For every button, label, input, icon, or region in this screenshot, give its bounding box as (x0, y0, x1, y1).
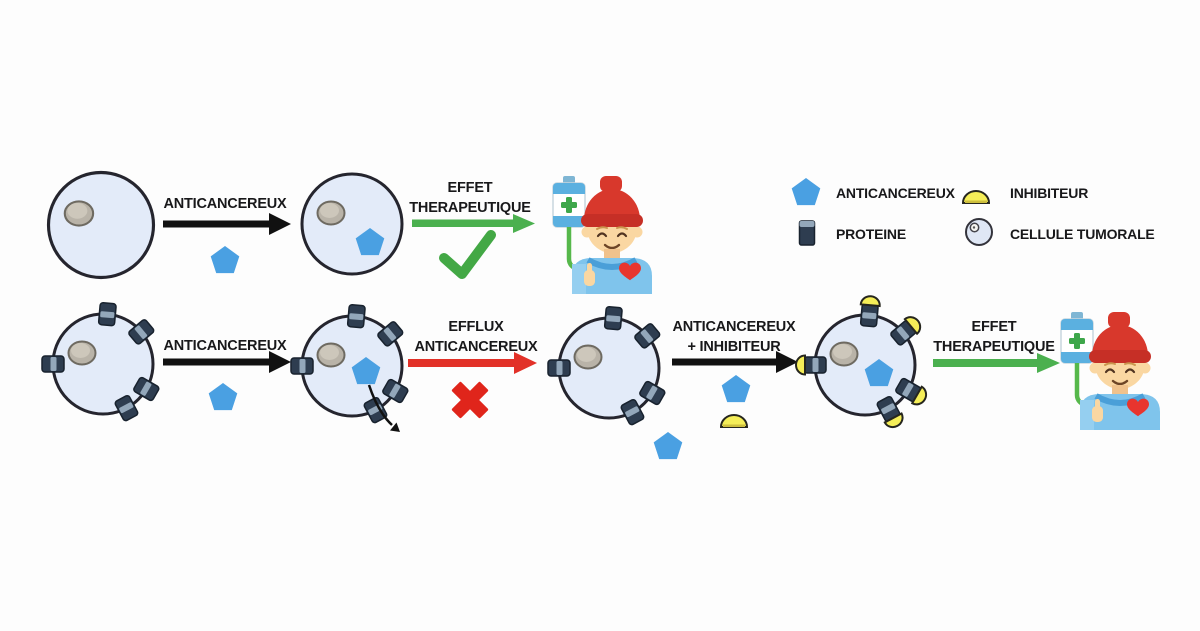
efflux-path-arrow (367, 384, 400, 432)
legend-tumor-cell-icon (965, 218, 993, 246)
effect-top-line2: THERAPEUTIQUE (409, 200, 531, 216)
tumor-cell-resistant-start (41, 301, 161, 423)
patient-icon-top (553, 176, 652, 294)
combo-arrow-label: ANTICANCEREUX + INHIBITEUR (672, 317, 795, 357)
checkmark-icon (439, 230, 496, 279)
legend-inhibitor-icon (962, 190, 990, 204)
tumor-cell-resistant-mid (547, 305, 667, 427)
anticancer-drug-icon (208, 383, 238, 411)
legend-label-cellule-tumorale: CELLULE TUMORALE (1010, 226, 1155, 242)
effluxed-drug-icon (653, 432, 683, 460)
efflux-line2: ANTICANCEREUX (414, 339, 538, 355)
anticancer-drug-icon (210, 246, 240, 274)
effect-arrow-bottom (933, 353, 1060, 373)
cross-icon (451, 381, 489, 419)
anticancer-drug-icon (721, 375, 751, 403)
effect-bottom-label: EFFET THERAPEUTIQUE (933, 317, 1055, 357)
legend-protein-icon (798, 220, 816, 246)
efflux-line1: EFFLUX (448, 319, 504, 335)
legend-label-proteine: PROTEINE (836, 226, 906, 242)
legend-label-inhibiteur: INHIBITEUR (1010, 185, 1089, 201)
patient-icon-bottom (1061, 312, 1160, 430)
tumor-cell-top-with-drug (300, 172, 404, 276)
treatment-arrow-top-label: ANTICANCEREUX (163, 196, 287, 212)
tumor-cell-effluxing (290, 303, 410, 425)
inhibitor-icon (720, 414, 748, 428)
legend-pentagon-icon (791, 178, 821, 206)
treatment-arrow-bottom (163, 351, 291, 373)
effect-bottom-line2: THERAPEUTIQUE (933, 339, 1055, 355)
effect-arrow-top (412, 214, 535, 233)
efflux-arrow (408, 352, 537, 374)
effect-top-line1: EFFET (447, 180, 493, 196)
treatment-arrow-top (163, 213, 291, 235)
effect-bottom-line1: EFFET (971, 319, 1017, 335)
combo-line1: ANTICANCEREUX (672, 319, 796, 335)
efflux-label: EFFLUX ANTICANCEREUX (414, 317, 537, 357)
effect-top-label: EFFET THERAPEUTIQUE (409, 178, 531, 218)
treatment-arrow-bottom-label: ANTICANCEREUX (163, 338, 287, 354)
combo-arrow (672, 351, 798, 373)
legend-label-anticancereux: ANTICANCEREUX (836, 185, 955, 201)
tumor-cell-inhibited (796, 295, 930, 430)
combo-line2: + INHIBITEUR (687, 339, 781, 355)
tumor-cell-top-start (46, 170, 156, 280)
